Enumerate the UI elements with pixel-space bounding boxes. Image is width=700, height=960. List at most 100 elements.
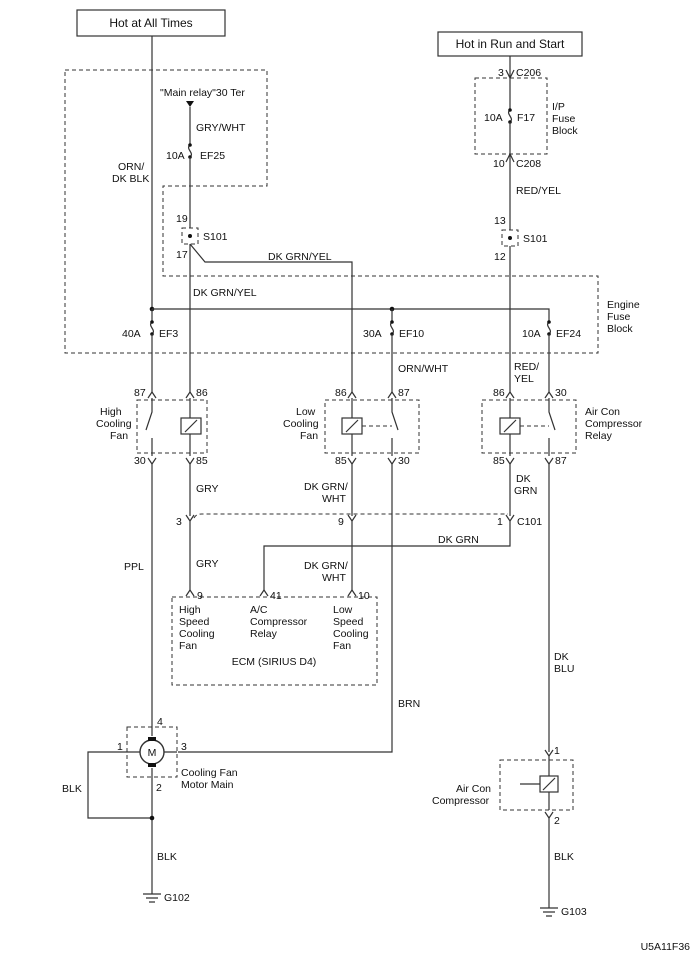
fuse-ef25: 10A EF25 [166,143,225,228]
wire-orn-dkblk-label: ORN/ DK BLK [112,161,149,185]
svg-text:86: 86 [493,387,505,399]
fuse-ef10: 30A EF10 ORN/WHT [363,318,449,392]
wire-dk-grn-yel-label-a: DK GRN/YEL [193,287,257,299]
svg-text:1: 1 [497,516,503,528]
svg-text:EF10: EF10 [399,328,424,340]
wire-dk-grn: DK GRN 1 C101 DK GRN [259,464,542,597]
svg-text:Relay: Relay [585,430,613,442]
svg-text:10: 10 [493,158,505,170]
svg-text:10: 10 [358,590,370,602]
svg-text:3: 3 [498,67,504,79]
svg-text:85: 85 [196,455,208,467]
svg-text:Relay: Relay [250,628,278,640]
svg-text:30A: 30A [363,328,382,340]
svg-text:2: 2 [554,815,560,827]
svg-text:Speed: Speed [333,616,364,628]
svg-text:87: 87 [134,387,146,399]
svg-text:Fan: Fan [333,640,351,652]
svg-text:ORN/: ORN/ [118,161,144,173]
power-box-hot-in-run-start: Hot in Run and Start [437,31,583,57]
svg-text:17: 17 [176,249,188,261]
svg-text:BLK: BLK [157,851,177,863]
wire-blk-loop: BLK BLK [62,751,177,894]
power-box-hot-at-all-times: Hot at All Times [76,9,226,37]
svg-text:2: 2 [156,782,162,794]
svg-text:Block: Block [607,323,633,335]
wire-orn-wht-label: ORN/WHT [398,363,449,375]
svg-text:GRY: GRY [196,483,219,495]
svg-text:EF3: EF3 [159,328,178,340]
svg-text:C208: C208 [516,158,541,170]
svg-text:I/P: I/P [552,101,565,113]
svg-text:S101: S101 [523,233,548,245]
wire-brn: BRN [178,464,420,753]
svg-text:Cooling: Cooling [179,628,215,640]
svg-text:Fan: Fan [179,640,197,652]
wire-dkgrnyel-to-lowrelay [189,243,353,392]
svg-text:Compressor: Compressor [585,418,643,430]
svg-text:EF25: EF25 [200,150,225,162]
svg-text:G103: G103 [561,906,587,918]
svg-text:High: High [100,406,122,418]
svg-text:G102: G102 [164,892,190,904]
svg-text:4: 4 [157,716,163,728]
svg-text:YEL: YEL [514,373,534,385]
svg-text:Engine: Engine [607,299,640,311]
wire-fuse-bus [152,308,550,318]
relay-low-cooling-fan: 86 87 85 30 Low Cooling Fan [283,387,420,467]
svg-text:9: 9 [338,516,344,528]
svg-text:Motor Main: Motor Main [181,779,234,791]
svg-text:DK BLK: DK BLK [112,173,149,185]
svg-text:10A: 10A [484,112,503,124]
wire-ppl: PPL [124,464,153,725]
svg-text:Compressor: Compressor [432,795,490,807]
svg-text:19: 19 [176,213,188,225]
relay-high-cooling-fan: 87 86 30 85 High Cooling Fan [96,387,208,467]
svg-text:10A: 10A [522,328,541,340]
svg-text:85: 85 [335,455,347,467]
svg-text:DK: DK [554,651,569,663]
ground-g102: G102 [143,892,190,904]
svg-text:High: High [179,604,201,616]
svg-text:Fuse: Fuse [552,113,576,125]
connector-c101-dashed [193,513,508,519]
ip-fuse-block-outline [474,77,548,155]
svg-text:13: 13 [494,215,506,227]
svg-text:PPL: PPL [124,561,144,573]
main-relay-terminal: "Main relay"30 Ter GRY/WHT [160,87,246,145]
hot-in-run-start-label: Hot in Run and Start [456,37,565,51]
engine-fuse-block-outline [64,69,599,354]
svg-text:BRN: BRN [398,698,420,710]
relay-air-con-compressor: 86 30 85 87 Air Con Compressor Relay [481,387,643,467]
svg-text:40A: 40A [122,328,141,340]
ground-g103: G103 [540,906,587,918]
svg-text:DK GRN/: DK GRN/ [304,560,348,572]
svg-text:Fan: Fan [300,430,318,442]
svg-text:Air Con: Air Con [585,406,620,418]
svg-text:RED/: RED/ [514,361,539,373]
svg-text:85: 85 [493,455,505,467]
main-relay-label: "Main relay"30 Ter [160,87,245,99]
svg-text:RED/YEL: RED/YEL [516,185,561,197]
wire-dk-grn-wht: DK GRN/ WHT 9 DK GRN/ WHT [304,464,357,597]
svg-text:BLK: BLK [554,851,574,863]
svg-text:WHT: WHT [322,493,346,505]
svg-text:87: 87 [555,455,567,467]
svg-text:1: 1 [554,745,560,757]
wire-dk-blu: DK BLU [548,464,574,752]
svg-text:C206: C206 [516,67,541,79]
wire-gry: GRY 3 GRY [176,464,219,597]
svg-text:Speed: Speed [179,616,210,628]
svg-text:BLK: BLK [62,783,82,795]
fuse-ef3: 40A EF3 [122,309,178,392]
svg-text:86: 86 [196,387,208,399]
svg-text:Fuse: Fuse [607,311,631,323]
svg-text:30: 30 [398,455,410,467]
svg-text:DK GRN: DK GRN [438,534,479,546]
svg-text:3: 3 [176,516,182,528]
air-con-compressor: 1 2 Air Con Compressor BLK [432,745,574,908]
svg-text:GRN: GRN [514,485,537,497]
svg-text:C101: C101 [517,516,542,528]
svg-text:Low: Low [333,604,353,616]
